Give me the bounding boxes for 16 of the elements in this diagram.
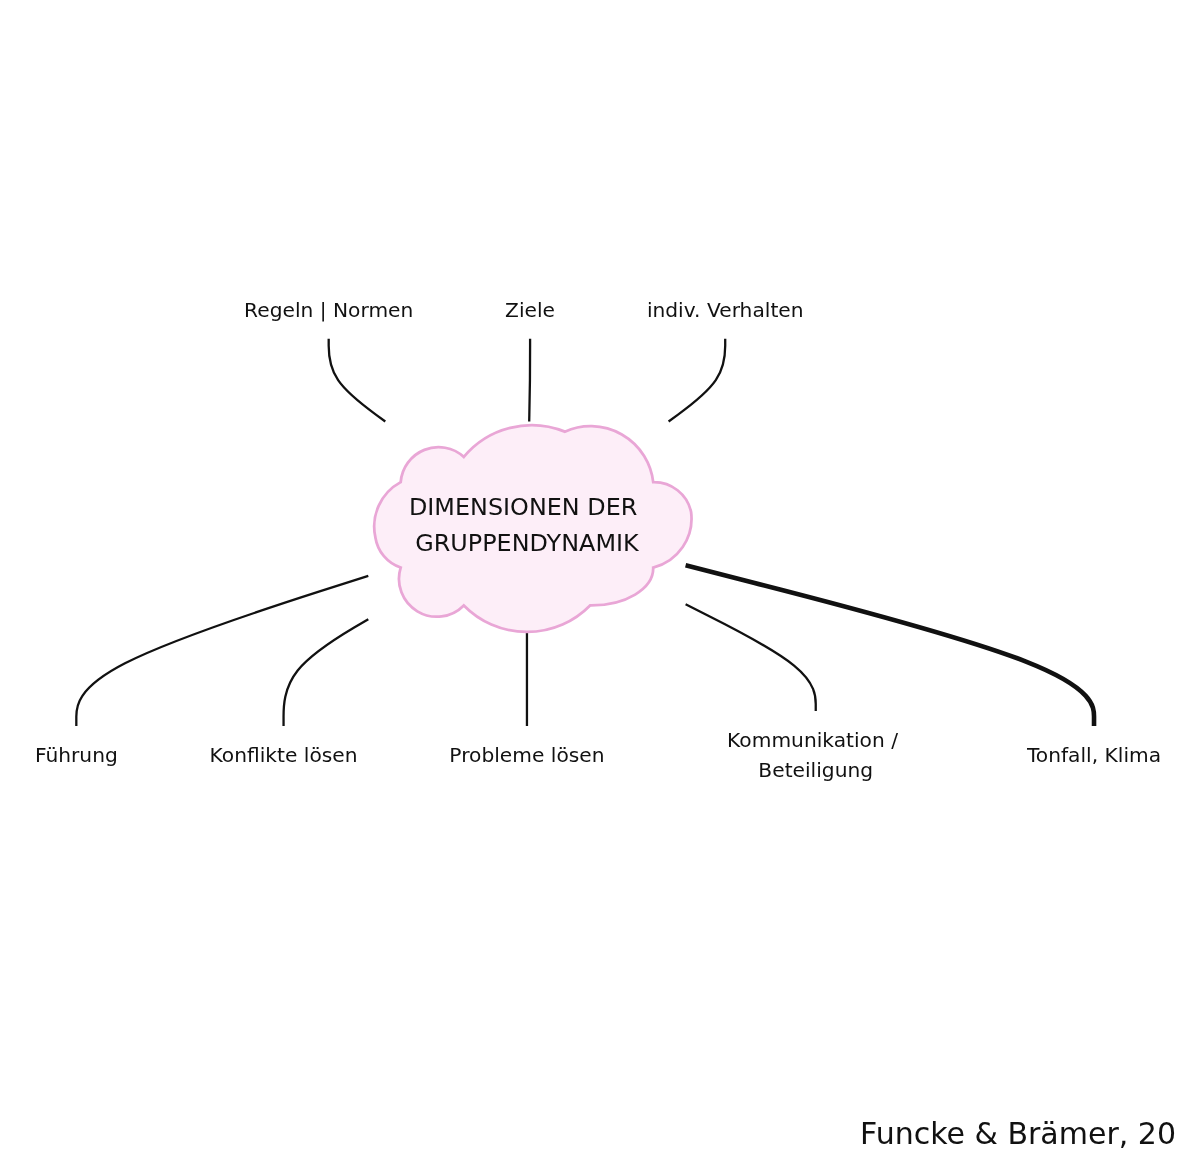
citation-text: Funcke & Brämer, 20 bbox=[860, 1116, 1176, 1151]
connector bbox=[685, 603, 817, 711]
node-text: indiv. Verhalten bbox=[646, 298, 804, 322]
node-text: Kommunikation / Beteiligung bbox=[727, 728, 898, 782]
connector bbox=[528, 338, 532, 422]
node-text: Tonfall, Klima bbox=[1026, 743, 1162, 767]
connector bbox=[282, 618, 369, 727]
node-text: Konflikte lösen bbox=[209, 743, 358, 767]
node-text: Regeln | Normen bbox=[244, 298, 414, 322]
connector bbox=[75, 574, 369, 727]
connector bbox=[327, 338, 386, 423]
node-text: Ziele bbox=[505, 298, 556, 322]
connector bbox=[685, 563, 1097, 727]
node-text: Probleme lösen bbox=[449, 743, 605, 767]
connector bbox=[667, 338, 727, 423]
node-text: Führung bbox=[34, 743, 118, 767]
